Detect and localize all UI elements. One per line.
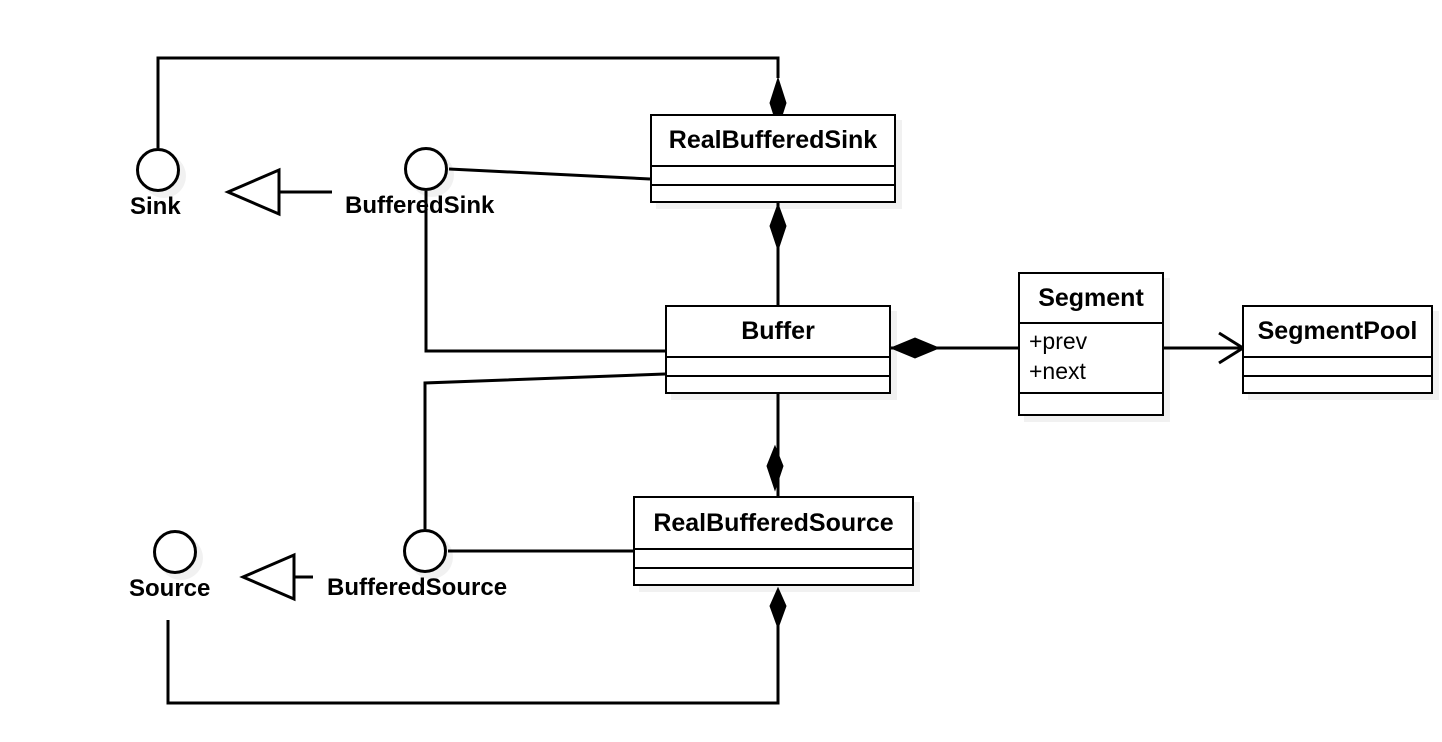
class-attributes-buffer [667,358,889,377]
class-name-realbufferedsource: RealBufferedSource [635,498,912,550]
interface-circle-icon [153,530,197,574]
edge-bufferedsink-extends-sink[interactable] [224,167,332,217]
edge-buffer-to-segment[interactable] [889,337,1018,359]
class-attributes-realbufferedsource [635,550,912,569]
composition-diamond-icon [889,337,941,359]
generalization-triangle-icon [224,167,281,217]
class-box-realbufferedsink[interactable]: RealBufferedSink [650,114,896,203]
interface-circle-icon [404,147,448,191]
class-operations-segmentpool [1244,377,1431,392]
edge-buffer-to-realbufferedsource[interactable] [766,394,784,496]
edge-realbufferedsink-to-buffer[interactable] [769,202,787,305]
class-name-segmentpool: SegmentPool [1244,307,1431,358]
class-box-buffer[interactable]: Buffer [665,305,891,394]
edge-bufferedsink-to-realbufferedsink[interactable] [448,167,651,181]
class-name-buffer: Buffer [667,307,889,358]
class-attributes-segment: +prev +next [1020,324,1162,394]
class-operations-segment [1020,394,1162,414]
edge-bufferedsource-to-buffer[interactable] [423,372,666,529]
edge-segment-to-segmentpool[interactable] [1164,331,1246,365]
edge-bufferedsink-to-buffer[interactable] [424,191,665,353]
interface-circle-icon [403,529,447,573]
class-operations-realbufferedsource [635,569,912,584]
interface-label-sink: Sink [130,193,181,220]
class-attribute-item: +prev [1029,328,1088,354]
class-attributes-realbufferedsink [652,167,894,186]
interface-label-bufferedsource: BufferedSource [327,574,508,601]
edge-bufferedsource-extends-source[interactable] [239,552,313,602]
edge-source-to-realbufferedsource[interactable] [166,586,787,705]
class-attribute-item: +next [1029,358,1086,384]
interface-label-source: Source [129,575,211,602]
class-operations-realbufferedsink [652,186,894,201]
class-name-realbufferedsink: RealBufferedSink [652,116,894,167]
composition-diamond-icon [769,202,787,252]
class-attributes-segmentpool [1244,358,1431,377]
class-name-segment: Segment [1020,274,1162,324]
interface-circle-icon [136,148,180,192]
composition-diamond-icon [769,586,787,630]
interface-label-bufferedsink: BufferedSink [345,192,495,219]
class-box-realbufferedsource[interactable]: RealBufferedSource [633,496,914,586]
composition-diamond-icon [766,444,784,492]
generalization-triangle-icon [239,552,296,602]
class-box-segment[interactable]: Segment +prev +next [1018,272,1164,416]
class-box-segmentpool[interactable]: SegmentPool [1242,305,1433,394]
class-operations-buffer [667,377,889,392]
